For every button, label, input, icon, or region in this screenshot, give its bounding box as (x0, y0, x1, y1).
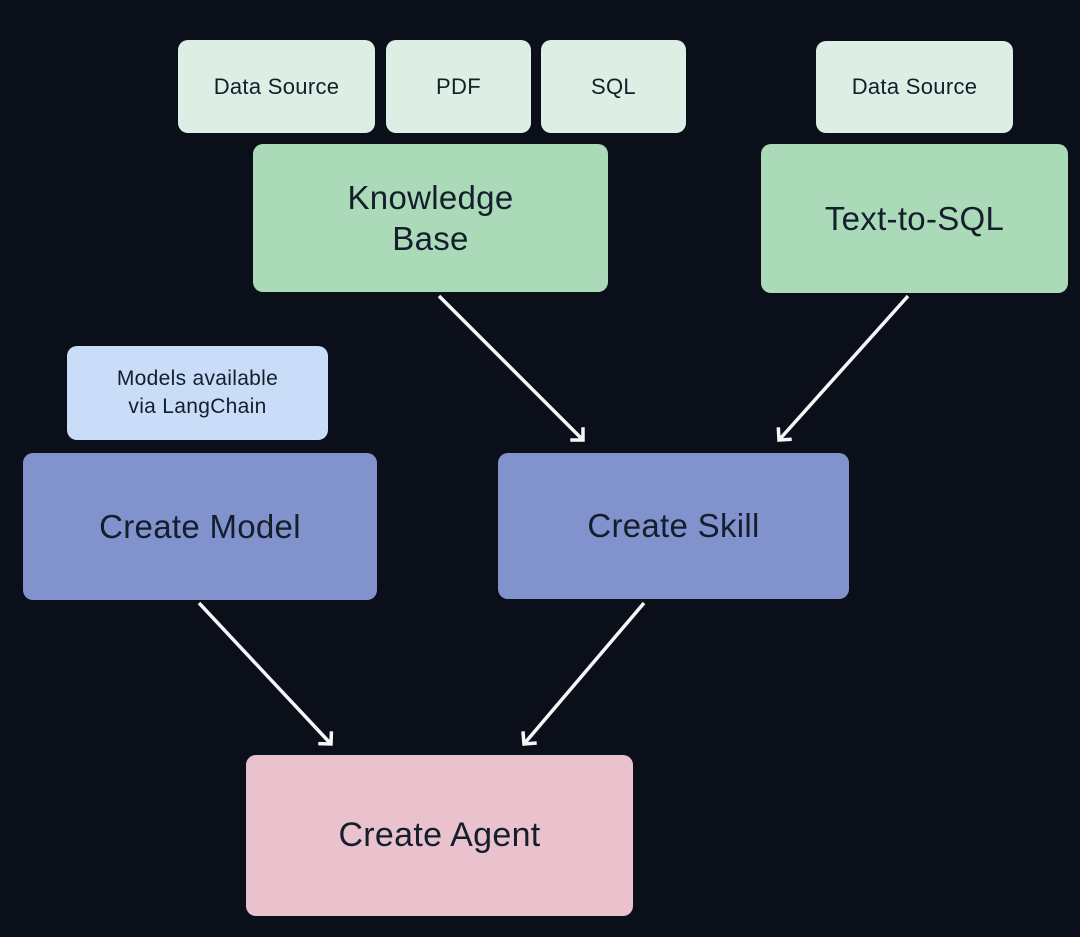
arrow-knowledge-base-to-create-skill (437, 294, 585, 442)
node-create-skill: Create Skill (498, 453, 849, 599)
node-label: PDF (436, 73, 481, 99)
arrow-text-to-sql-to-create-skill (776, 294, 910, 442)
node-label-line1: Models available (116, 366, 279, 390)
node-models-available-note: Models available via LangChain (67, 346, 328, 440)
node-label-line2: Base (392, 220, 469, 257)
arrow-create-skill-to-create-agent (521, 601, 646, 746)
node-label-line1: Knowledge (347, 178, 514, 216)
node-data-source-right: Data Source (816, 41, 1013, 133)
node-sql: SQL (541, 40, 686, 133)
node-create-model: Create Model (23, 453, 377, 600)
node-label: Create Skill (587, 507, 760, 545)
node-label: Text-to-SQL (824, 199, 1005, 237)
node-data-source-left: Data Source (178, 40, 375, 133)
node-label: Create Agent (338, 816, 541, 854)
arrow-create-model-to-create-agent (197, 601, 334, 746)
node-label: Create Model (99, 507, 301, 545)
node-create-agent: Create Agent (246, 755, 633, 916)
node-label: SQL (591, 73, 636, 99)
node-knowledge-base: Knowledge Base (253, 144, 608, 292)
node-label-line2: via LangChain (128, 395, 267, 418)
node-text-to-sql: Text-to-SQL (761, 144, 1068, 293)
node-pdf: PDF (386, 40, 531, 133)
node-label: Data Source (851, 74, 978, 99)
node-label: Data Source (213, 73, 340, 99)
